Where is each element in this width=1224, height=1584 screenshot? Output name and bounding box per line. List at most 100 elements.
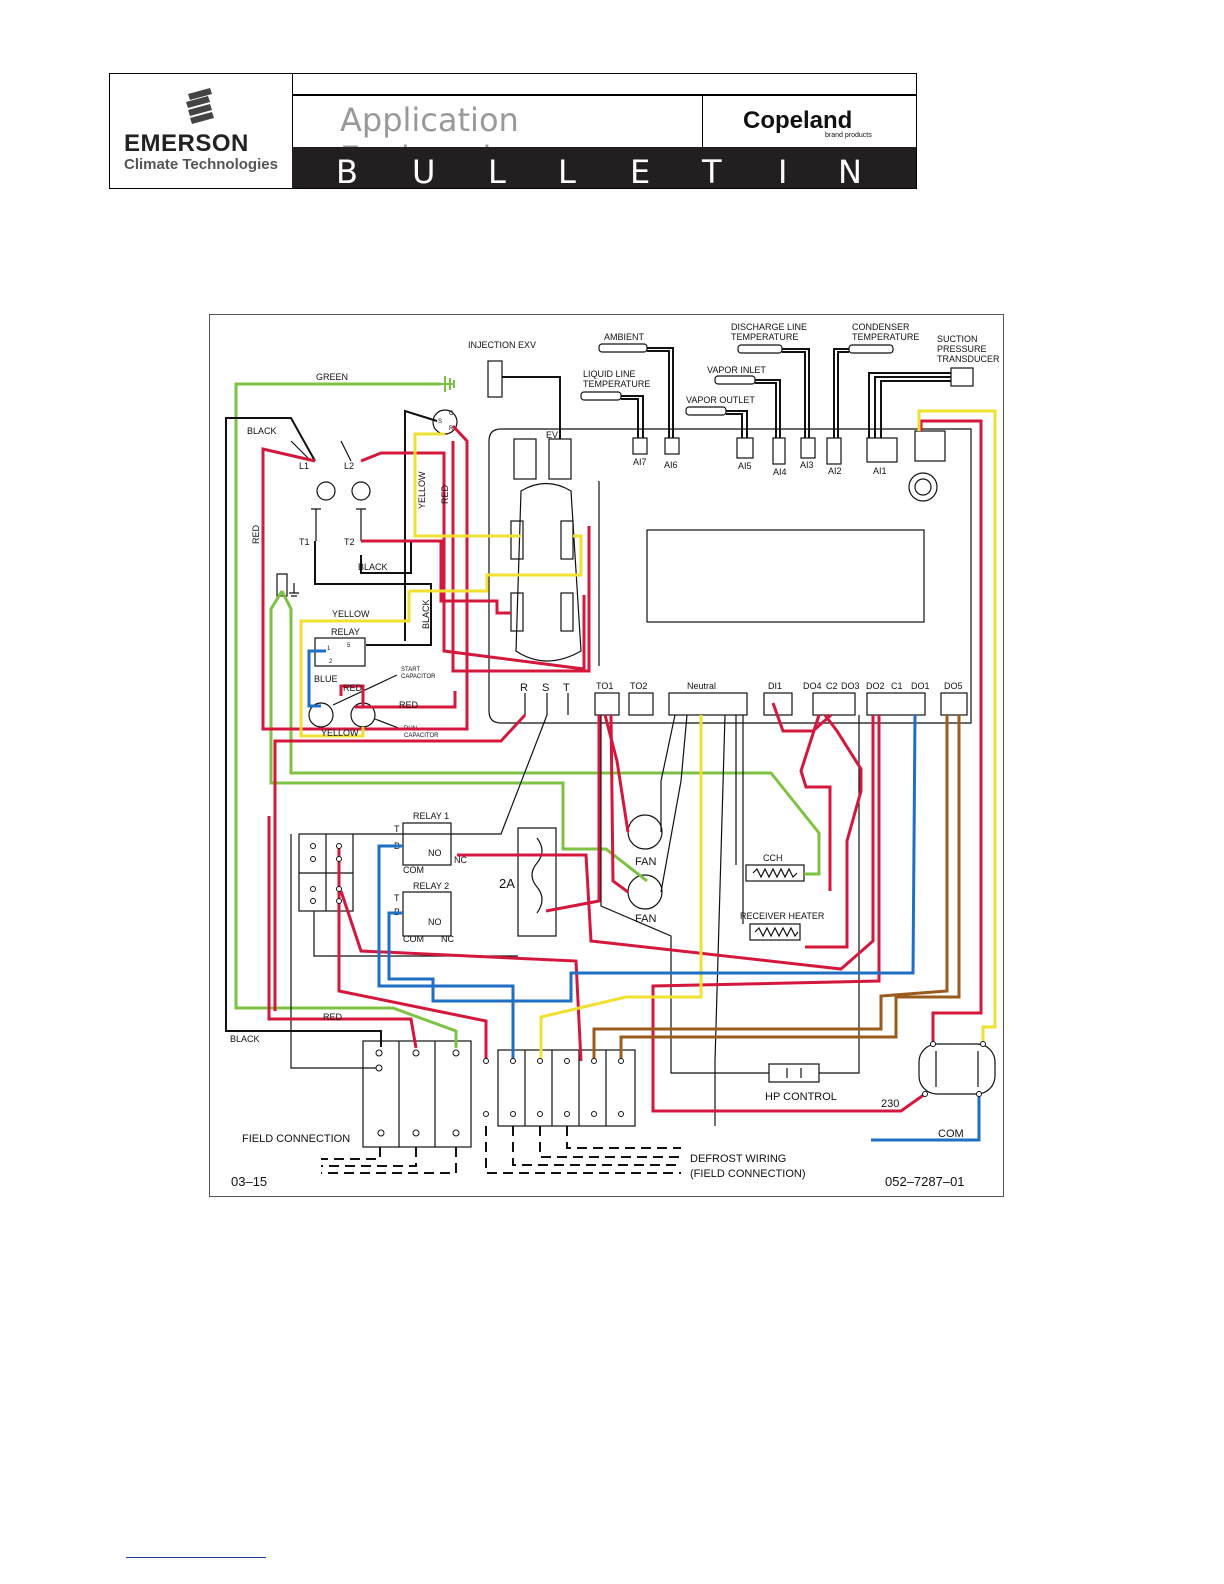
wire-red [261, 424, 469, 731]
fuse-label: 2A [499, 876, 515, 891]
discharge-label-2: TEMPERATURE [731, 332, 798, 342]
cch-label: CCH [763, 853, 783, 863]
transformer [918, 1043, 996, 1095]
bulletin-letter: I [778, 153, 788, 191]
wire-yellow [917, 409, 997, 1044]
liquid-line-label-2: TEMPERATURE [583, 379, 650, 389]
receiver-heater-label: RECEIVER HEATER [740, 911, 825, 921]
field-block-dividers [398, 1041, 436, 1147]
red-wire-label: RED [323, 1012, 343, 1022]
ambient-sensor [598, 343, 648, 353]
wire-blue [377, 844, 515, 1059]
hp-control-switch [768, 1063, 820, 1083]
terminal-point [452, 1129, 460, 1137]
terminal-point [510, 1111, 516, 1117]
hp-control-contacts [786, 1068, 802, 1078]
condenser-sensor [848, 344, 894, 354]
compressor-r-label: R [449, 426, 454, 432]
wire-yellow [413, 432, 521, 538]
wire-blue [307, 649, 326, 708]
bulletin-letter: L [488, 153, 506, 191]
black-wire-label: BLACK [421, 599, 431, 629]
wire-black [600, 715, 769, 1074]
wire-red [339, 890, 583, 1062]
terminal-point [412, 1049, 420, 1057]
vapor-outlet-sensor [685, 406, 727, 416]
relay-terminal-1: 1 [327, 646, 331, 652]
vapor-inlet-sensor [714, 375, 756, 385]
ground-lug [276, 573, 288, 597]
wire-red [457, 715, 875, 971]
wire-blue [387, 714, 917, 1003]
capacitor-leader [332, 674, 402, 730]
ai6-connector [664, 437, 680, 455]
wire-red [805, 714, 863, 949]
brand-name: Copeland [743, 107, 853, 134]
liquid-line-sensor [580, 391, 622, 401]
field-connection-label: FIELD CONNECTION [242, 1133, 350, 1145]
bulletin-letter: B [336, 153, 358, 191]
terminal-do3-label: DO3 [841, 681, 860, 691]
relay-label: RELAY [331, 627, 360, 637]
ai1-label: AI1 [873, 466, 887, 476]
terminal-point [483, 1111, 489, 1117]
wire-black [660, 714, 688, 893]
terminal-do4-c2-do3 [812, 692, 856, 716]
terminal-do2-label: DO2 [866, 681, 885, 691]
terminal-point [310, 898, 316, 904]
controller-display [646, 529, 925, 623]
ai3-connector [800, 437, 816, 459]
terminal-do2-c1-do1 [866, 692, 926, 716]
transducer-plug-inner [914, 478, 932, 496]
ev-connector [548, 438, 572, 480]
defrost-label-2: (FIELD CONNECTION) [690, 1168, 806, 1180]
terminal-point [564, 1111, 570, 1117]
terminal-point [310, 886, 316, 892]
t2-label: T2 [344, 537, 355, 547]
relay-2-nc: NC [441, 934, 454, 944]
transformer-230-label: 230 [881, 1098, 899, 1110]
heater-element [752, 867, 798, 879]
diagram-date: 03–15 [231, 1174, 267, 1189]
terminal-do5 [940, 692, 968, 716]
terminal-to2 [628, 692, 654, 716]
board-relay [510, 520, 524, 560]
vapor-outlet-label: VAPOR OUTLET [686, 395, 755, 405]
t1-label: T1 [299, 537, 310, 547]
heater-element [754, 926, 799, 938]
condenser-label-2: TEMPERATURE [852, 332, 919, 342]
terminal-di1-label: DI1 [768, 681, 782, 691]
emerson-logo: EMERSON Climate Technologies [110, 74, 293, 188]
relay-2 [402, 891, 452, 937]
terminal-to1 [594, 692, 620, 716]
terminal-neutral-label: Neutral [687, 681, 716, 691]
suction-label-3: TRANSDUCER [937, 354, 1000, 364]
defrost-block-dividers [524, 1050, 607, 1126]
wire-brown [592, 715, 949, 1059]
bulletin-letter: N [838, 153, 862, 191]
terminal-point [310, 843, 316, 849]
ai5-connector [736, 437, 754, 459]
terminal-point [930, 1041, 936, 1047]
relay-2-com: COM [403, 934, 424, 944]
ai2-label: AI2 [828, 466, 842, 476]
field-wiring-dashed [321, 1147, 457, 1174]
terminal-point [922, 1091, 928, 1097]
bulletin-letter: L [558, 153, 576, 191]
discharge-line-sensor [737, 344, 783, 354]
controller-board-outline [488, 428, 972, 724]
terminal-point [412, 1129, 420, 1137]
l1-label: L1 [299, 461, 309, 471]
wire-brown [619, 715, 961, 1059]
wire-black [714, 714, 726, 1126]
terminal-point [452, 1049, 460, 1057]
terminal-point [618, 1111, 624, 1117]
terminal-point [375, 1064, 383, 1072]
discharge-label-1: DISCHARGE LINE [731, 322, 807, 332]
wire-black [621, 395, 644, 438]
terminal-point [336, 898, 342, 904]
terminal-c2-label: C2 [826, 681, 838, 691]
terminal-point [336, 856, 342, 862]
ai1-connector [866, 437, 898, 463]
wire-green [269, 590, 648, 883]
